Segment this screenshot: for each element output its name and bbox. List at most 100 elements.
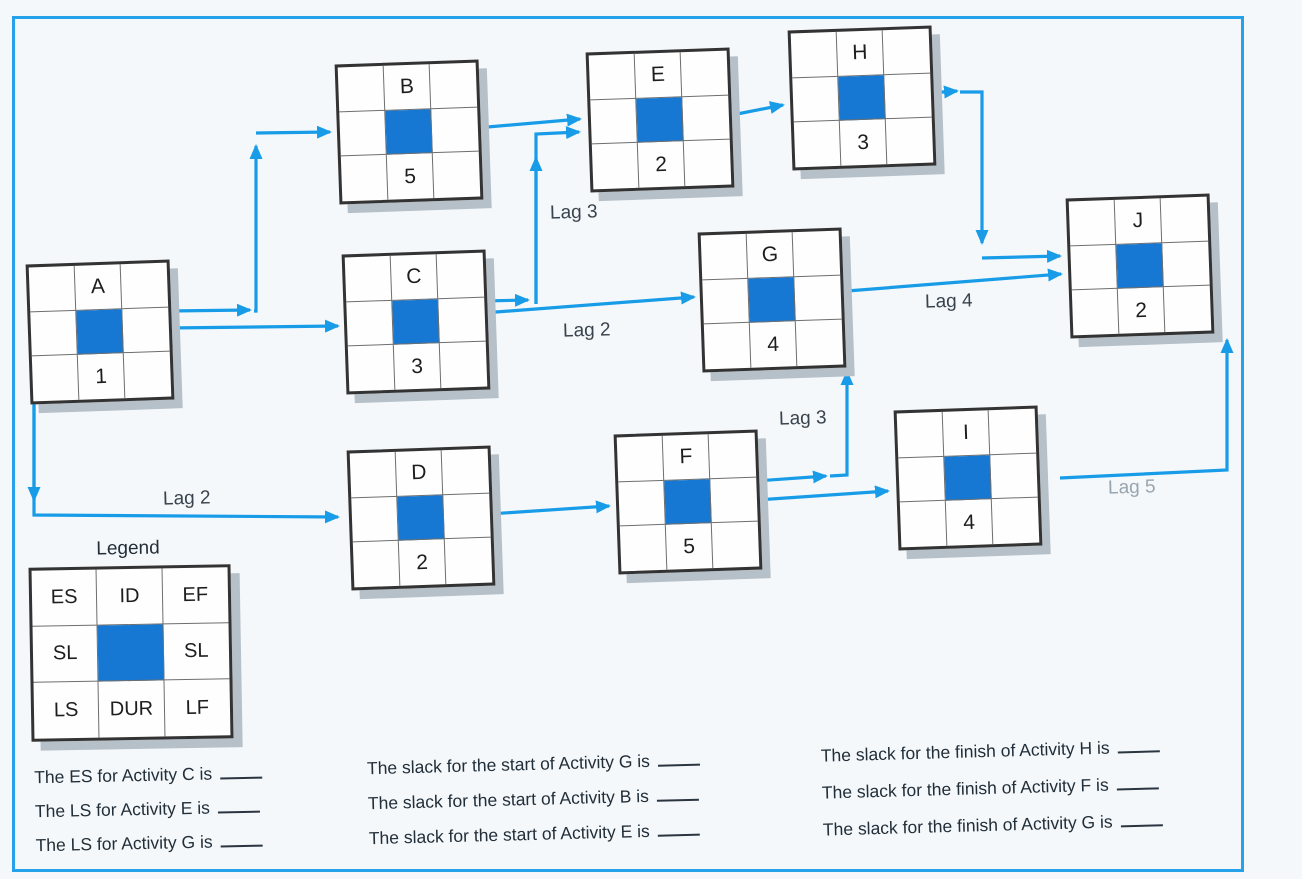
sl-left-cell — [702, 278, 750, 325]
legend-center-square — [97, 624, 165, 682]
answer-blank — [217, 795, 261, 814]
arrow-a-to-d-seg2 — [32, 398, 340, 524]
arrow-b-to-e — [475, 113, 582, 130]
sl-right-cell — [1162, 241, 1210, 288]
lf-cell — [1164, 286, 1212, 332]
ls-cell — [899, 501, 948, 548]
arrow-a-to-b-seg1 — [167, 303, 252, 317]
sl-left-cell — [30, 310, 78, 357]
sl-left-cell — [590, 98, 638, 145]
ls-cell — [1071, 289, 1120, 336]
answer-blank — [657, 818, 700, 837]
sl-left-cell — [346, 300, 394, 347]
arrow-a-to-c — [167, 319, 340, 333]
activity-id: A — [74, 264, 123, 311]
arrow-f-to-i — [755, 485, 890, 502]
question-line: The slack for the finish of Activity F i… — [822, 772, 1162, 803]
lag-label-c-to-e: Lag 3 — [549, 201, 598, 224]
es-cell — [790, 31, 839, 79]
duration-cell: 5 — [386, 153, 435, 200]
question-text: The LS for Activity G is — [35, 831, 213, 856]
question-line: The slack for the start of Activity E is — [369, 818, 702, 849]
ls-cell — [340, 155, 389, 202]
activity-id: C — [390, 254, 439, 301]
es-cell — [337, 65, 386, 113]
lf-cell — [445, 538, 493, 584]
answer-blank — [220, 829, 263, 848]
answer-blank — [656, 783, 700, 802]
lag-label-a-to-d: Lag 2 — [162, 487, 211, 510]
duration-cell: 3 — [839, 119, 888, 166]
sl-left-cell — [1070, 244, 1118, 291]
ls-cell — [591, 143, 640, 190]
lag-label-i-to-j: Lag 5 — [1107, 476, 1156, 499]
activity-node-c: C 3 — [341, 249, 491, 395]
arrow-c-to-e-seg1 — [482, 293, 530, 307]
arrow-h-to-j-seg1 — [929, 85, 959, 99]
answer-blank — [1117, 735, 1160, 754]
arrow-g-to-j — [846, 268, 1063, 293]
arrow-f-to-g-seg1 — [755, 470, 828, 484]
activity-node-e: E 2 — [585, 47, 735, 193]
sl-left-cell — [351, 496, 399, 543]
legend-es-cell: ES — [31, 569, 98, 627]
activity-node-i: I 4 — [893, 405, 1043, 551]
sl-right-cell — [682, 95, 730, 142]
question-line: The LS for Activity E is — [35, 795, 263, 822]
sl-left-cell — [792, 76, 840, 123]
answer-blank — [219, 761, 263, 780]
duration-cell: 2 — [637, 141, 686, 188]
lf-cell — [992, 498, 1040, 544]
figure-border-frame — [12, 16, 1244, 872]
sl-right-cell — [794, 275, 842, 322]
question-text: The slack for the start of Activity E is — [368, 820, 651, 848]
question-line: The slack for the start of Activity B is — [367, 783, 701, 815]
sl-right-cell — [710, 477, 758, 524]
es-cell — [616, 435, 665, 483]
center-square — [385, 108, 433, 156]
activity-id: F — [662, 434, 711, 481]
activity-id: E — [634, 52, 683, 99]
activity-node-d: D 2 — [346, 445, 496, 591]
ls-cell — [793, 121, 842, 168]
center-square — [392, 298, 440, 346]
duration-cell: 2 — [1117, 287, 1166, 334]
activity-id: I — [942, 410, 991, 457]
sl-right-cell — [122, 307, 170, 354]
activity-id: B — [383, 64, 432, 111]
sl-left-cell — [618, 480, 666, 527]
duration-cell: 1 — [77, 353, 126, 400]
question-line: The ES for Activity C is — [33, 761, 263, 789]
es-cell — [28, 265, 77, 313]
question-text: The slack for the finish of Activity G i… — [822, 811, 1113, 840]
es-cell — [344, 255, 393, 303]
duration-cell: 3 — [393, 343, 442, 390]
question-text: The ES for Activity C is — [33, 763, 213, 788]
activity-id: J — [1114, 198, 1163, 245]
sl-left-cell — [898, 456, 946, 503]
lf-cell — [124, 352, 172, 398]
answer-blank — [657, 748, 701, 767]
sl-right-cell — [431, 107, 479, 154]
lf-cell — [796, 320, 844, 366]
ls-cell — [347, 345, 396, 392]
legend-node: ES ID EF SL SL LS DUR LF — [28, 564, 234, 742]
center-square — [636, 96, 684, 144]
center-square — [664, 478, 712, 526]
center-square — [1116, 242, 1164, 290]
ls-cell — [703, 323, 752, 370]
ef-cell — [436, 252, 485, 299]
answer-blank — [1120, 808, 1163, 828]
ef-cell — [708, 432, 757, 479]
arrow-h-to-j-seg3 — [981, 249, 1062, 263]
sl-right-cell — [438, 297, 486, 344]
ls-cell — [31, 355, 80, 402]
arrow-c-to-g — [482, 291, 696, 315]
lf-cell — [684, 140, 732, 186]
legend-ls-cell: LS — [33, 681, 100, 739]
ef-cell — [988, 408, 1037, 455]
center-square — [397, 494, 445, 542]
ef-cell — [429, 62, 478, 109]
question-text: The slack for the start of Activity B is — [367, 785, 650, 814]
activity-id: D — [395, 450, 444, 497]
